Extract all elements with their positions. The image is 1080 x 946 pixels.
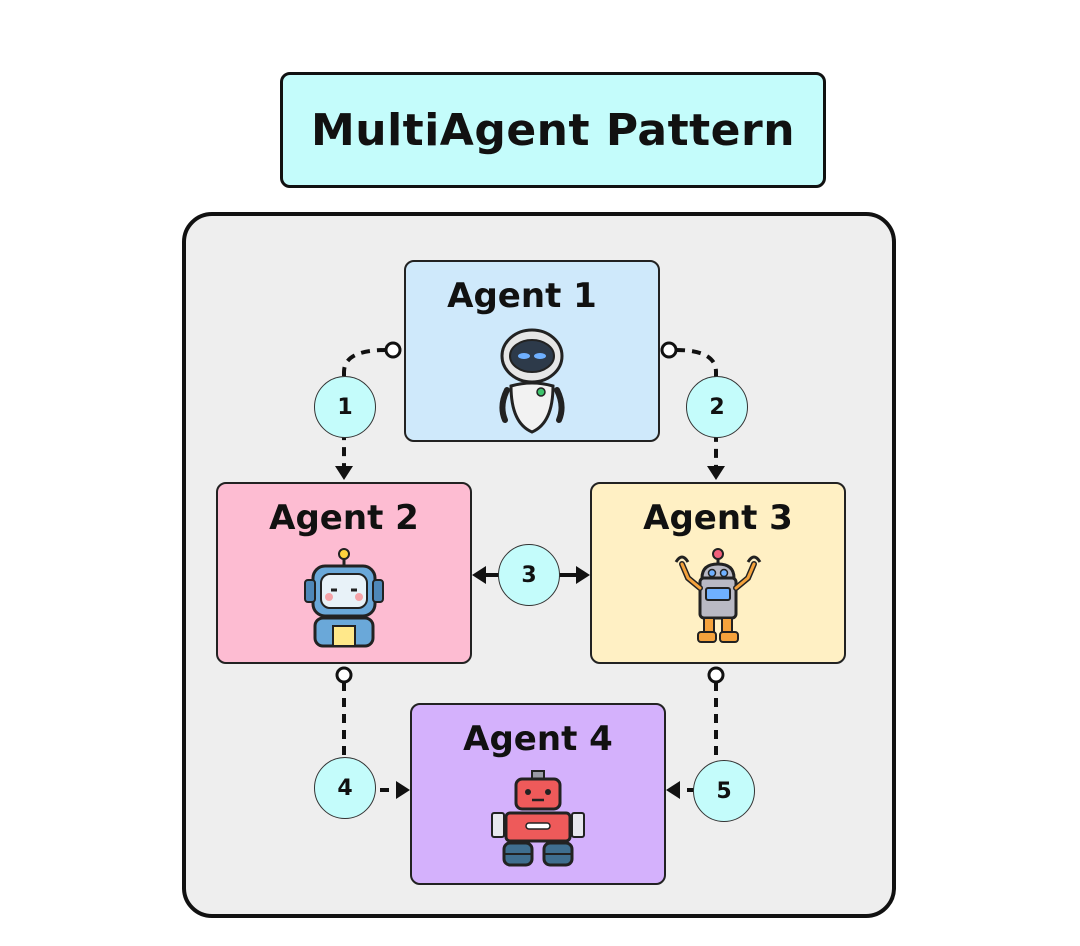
- start-dot-1: [384, 341, 402, 359]
- step-5-badge: 5: [693, 760, 755, 822]
- orange-robot-icon: [668, 548, 768, 652]
- step-1-badge: 1: [314, 376, 376, 438]
- agent-3-box: Agent 3: [590, 482, 846, 664]
- agent-4-label: Agent 4: [463, 719, 613, 759]
- agent-3-label: Agent 3: [643, 498, 793, 538]
- connector-1: [342, 348, 387, 466]
- agent-2-label: Agent 2: [269, 498, 419, 538]
- agent-1-label: Agent 1: [447, 276, 597, 316]
- agent-2-box: Agent 2: [216, 482, 472, 664]
- start-dot-2: [660, 341, 678, 359]
- connector-2: [675, 348, 718, 466]
- start-dot-5: [707, 666, 725, 684]
- agent-1-box: Agent 1: [404, 260, 660, 442]
- arrowhead-3-left: [472, 566, 486, 584]
- agent-4-box: Agent 4: [410, 703, 666, 885]
- arrowhead-4: [396, 781, 410, 799]
- white-robot-icon: [497, 328, 567, 442]
- arrowhead-1: [335, 466, 353, 480]
- arrowhead-2: [707, 466, 725, 480]
- blue-robot-icon: [299, 548, 389, 652]
- arrowhead-3-right: [576, 566, 590, 584]
- step-4-badge: 4: [314, 757, 376, 819]
- connector-5: [680, 682, 718, 792]
- start-dot-4: [335, 666, 353, 684]
- step-3-badge: 3: [498, 544, 560, 606]
- step-2-badge: 2: [686, 376, 748, 438]
- title-box: MultiAgent Pattern: [280, 72, 826, 188]
- arrowhead-5: [666, 781, 680, 799]
- diagram-title: MultiAgent Pattern: [310, 104, 796, 156]
- connector-4: [342, 682, 396, 792]
- red-robot-icon: [488, 769, 588, 873]
